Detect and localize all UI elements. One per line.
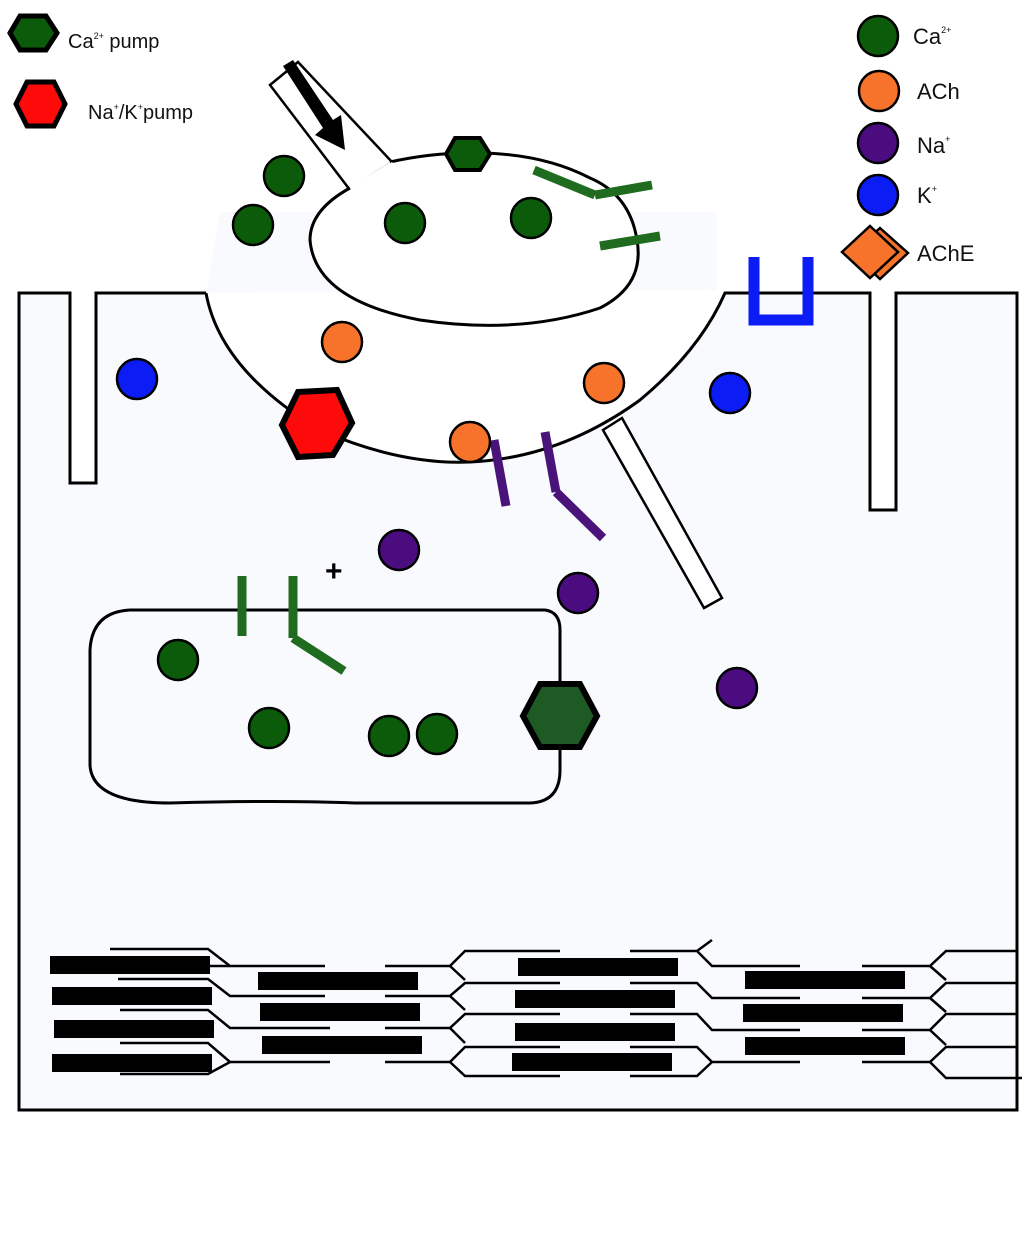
potassium-ions: [115, 357, 752, 415]
calcium-ions: [156, 154, 553, 758]
legend-na-k-pump-label: Na+/K+pump: [88, 102, 193, 124]
thin-filaments: [110, 938, 1022, 1080]
na-ion: [556, 571, 600, 615]
legend-ache-icon: [840, 224, 910, 281]
na-ion: [377, 528, 421, 572]
ca-channel-presynaptic: [532, 165, 661, 251]
k-ion: [708, 371, 752, 415]
k-channel: [748, 257, 814, 326]
legend-ca-icon: [856, 14, 900, 58]
ca-channel-sr: [237, 576, 347, 675]
legend-left: Ca2+ pump Na+/K+pump: [7, 13, 193, 129]
ach-molecule: [582, 361, 626, 405]
plus-sign: +: [325, 555, 343, 588]
legend-na-label: Na+: [917, 133, 950, 158]
ca-ion: [156, 638, 200, 682]
na-channel: [489, 431, 607, 542]
ach-molecule: [320, 320, 364, 364]
legend-ach-icon: [857, 69, 901, 113]
legend-right: Ca2+ ACh Na+ K+ AChE: [840, 14, 974, 281]
ca-pump-sr-icon: [519, 681, 601, 750]
legend-ach-label: ACh: [917, 79, 960, 104]
ca-ion: [262, 154, 306, 198]
synaptic-vesicle: [308, 151, 640, 327]
ca-ion: [231, 203, 275, 247]
myofilaments: [50, 938, 1022, 1080]
na-k-pump-icon: [278, 386, 356, 461]
legend-ache-label: AChE: [917, 241, 974, 266]
ca-ion: [383, 201, 427, 245]
signal-arrow-icon: [283, 60, 345, 150]
t-tubule: [601, 416, 724, 610]
k-ion: [115, 357, 159, 401]
ca-ion: [415, 712, 459, 756]
sodium-ions: [377, 528, 759, 710]
ca-ion: [247, 706, 291, 750]
ca-pump-legend-icon: [7, 13, 60, 53]
na-k-pump-legend-icon: [13, 79, 68, 129]
legend-na-icon: [856, 121, 900, 165]
legend-ca-label: Ca2+: [913, 24, 951, 49]
legend-k-icon: [856, 173, 900, 217]
sarcoplasmic-reticulum: [88, 608, 562, 805]
legend-ca-pump-label: Ca2+ pump: [68, 31, 159, 53]
ca-pump-vesicle-icon: [443, 136, 493, 172]
na-ion: [715, 666, 759, 710]
ca-ion: [367, 714, 411, 758]
legend-k-label: K+: [917, 183, 937, 208]
thick-filaments: [50, 956, 905, 1072]
ach-molecule: [448, 420, 492, 464]
ach-molecules: [320, 320, 626, 464]
ca-ion: [509, 196, 553, 240]
